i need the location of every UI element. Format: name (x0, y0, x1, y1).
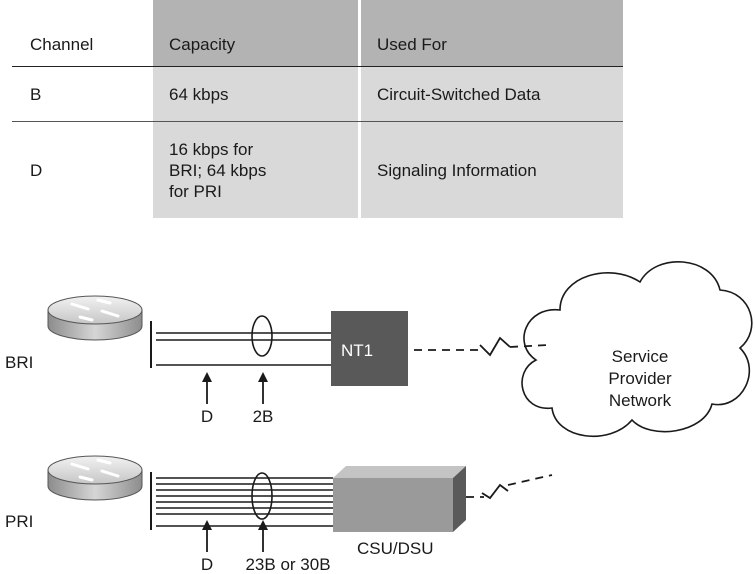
row-b-used-for: Circuit-Switched Data (361, 67, 623, 121)
row-d-used-for-text: Signaling Information (377, 160, 537, 180)
pri-bundle-ellipse (251, 472, 273, 520)
row-b-capacity-text: 64 kbps (169, 84, 229, 104)
header-used-for: Used For (361, 0, 623, 66)
header-used-for-text: Used For (377, 34, 447, 54)
bri-label: BRI (5, 353, 33, 372)
pri-arrow-label-d: D (201, 555, 213, 574)
nt1-label: NT1 (341, 341, 373, 360)
bri-router-icon (47, 295, 143, 341)
cloud-label-line: Service (612, 347, 669, 366)
bri-dashed-link (414, 336, 549, 357)
row-d-used-for: Signaling Information (361, 122, 623, 218)
row-b-capacity: 64 kbps (153, 67, 358, 121)
row-b-channel: B (12, 67, 152, 121)
nt1-box (331, 311, 408, 386)
pri-router-icon (47, 455, 143, 501)
row-d-capacity-line: BRI; 64 kbps (169, 160, 267, 180)
bri-arrow-d (202, 372, 212, 404)
cloud-label-line: Provider (608, 369, 672, 388)
pri-channel-lines (156, 477, 333, 527)
row-d-capacity-line: for PRI (169, 181, 222, 201)
row-b-channel-text: B (30, 84, 42, 104)
pri-arrow-d (202, 520, 212, 552)
pri-arrow-label-23b: 23B or 30B (245, 555, 330, 574)
header-capacity-text: Capacity (169, 34, 236, 54)
bri-arrow-label-2b: 2B (253, 407, 274, 426)
service-provider-cloud: Service Provider Network (521, 261, 753, 437)
bri-channel-lines (156, 332, 331, 366)
bri-bundle-ellipse (251, 315, 273, 357)
pri-dashed-link (466, 474, 553, 500)
header-divider (12, 66, 623, 67)
row-d-capacity: 16 kbps for BRI; 64 kbps for PRI (153, 122, 358, 218)
header-capacity: Capacity (153, 0, 358, 66)
header-channel-text: Channel (30, 34, 94, 54)
row-divider (12, 121, 623, 122)
row-b-used-for-text: Circuit-Switched Data (377, 84, 541, 104)
bri-arrow-2b (258, 372, 268, 404)
pri-label: PRI (5, 512, 33, 531)
row-d-channel-text: D (30, 160, 43, 180)
row-d-capacity-line: 16 kbps for (169, 139, 254, 159)
csu-dsu-box (333, 466, 466, 532)
row-d-channel: D (12, 122, 152, 218)
pri-arrow-23b (258, 520, 268, 552)
cloud-label-line: Network (609, 391, 672, 410)
bri-arrow-label-d: D (201, 407, 213, 426)
csu-dsu-label: CSU/DSU (357, 539, 434, 558)
header-channel: Channel (12, 22, 152, 66)
